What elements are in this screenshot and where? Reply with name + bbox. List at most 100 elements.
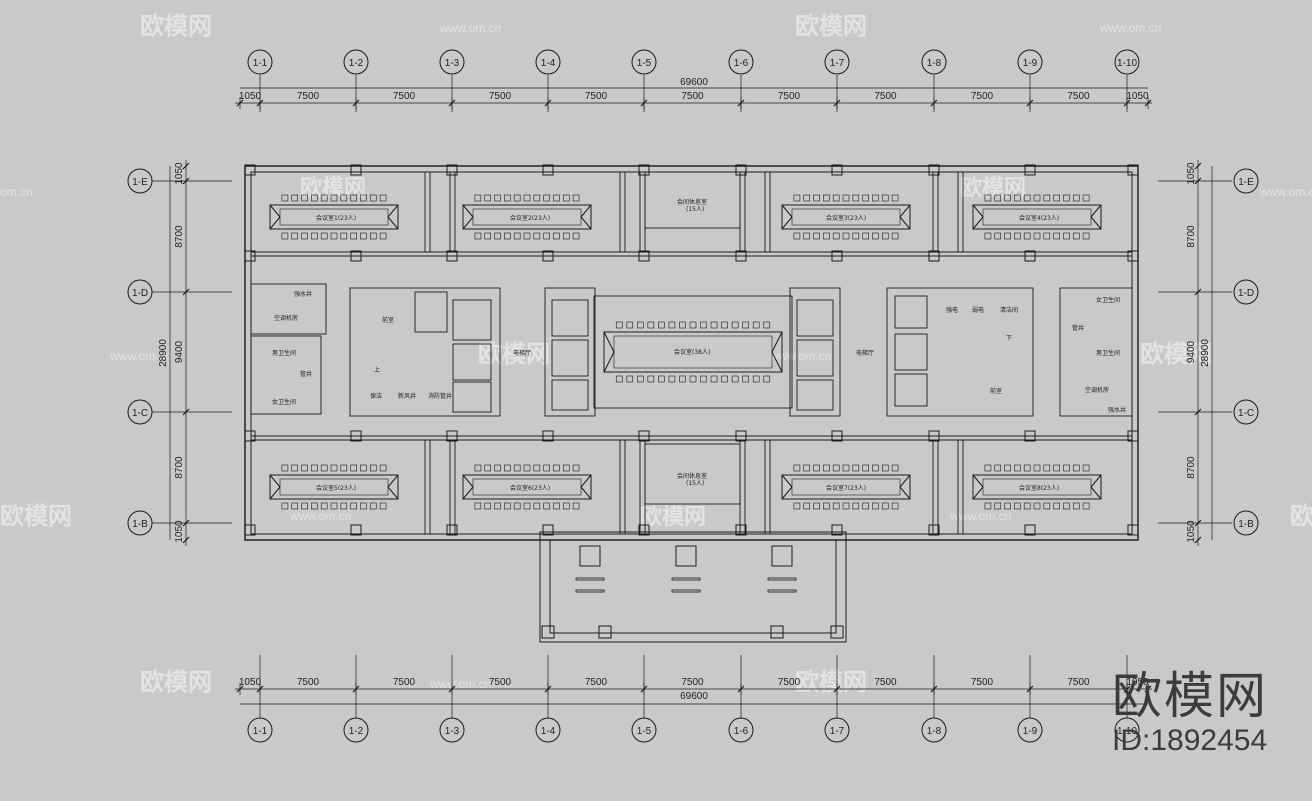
building-outline (244, 165, 1139, 643)
column-axis-label: 1-9 (1023, 726, 1038, 737)
watermark-layer: 欧模网 欧模网 欧模网 欧模网 欧模网 欧模网 欧模网 欧模网 欧模网 欧模网 … (0, 12, 1312, 696)
column-axis-label: 1-5 (637, 58, 652, 69)
column-axis-label: 1-2 (349, 726, 364, 737)
column-marker (350, 250, 362, 262)
watermark-brand: 欧模网 (300, 175, 366, 201)
row-axis-bubble (127, 168, 153, 194)
row-axis-bubble (127, 279, 153, 305)
column-marker (1127, 430, 1139, 442)
row-axis-bubble (1233, 168, 1259, 194)
axis-bubbles: 1-11-11-21-21-31-31-41-41-51-51-61-61-71… (127, 49, 1259, 743)
dimension-value: 1050 (174, 520, 185, 543)
column-marker (1127, 250, 1139, 262)
dimension-value: 7500 (393, 677, 416, 688)
room-label-stair-left: 前室 (382, 316, 394, 324)
column-axis-bubble (343, 49, 369, 75)
watermark-brand: 欧模网 (795, 12, 867, 40)
column-marker (350, 524, 362, 536)
watermark-url: www.om.cn (429, 677, 491, 691)
row-axis-label: 1-D (132, 288, 148, 299)
canopy-column-marker (598, 625, 612, 639)
overall-depth-dimension: 28900 (158, 339, 169, 367)
dimension-value: 7500 (489, 677, 512, 688)
canopy-fixtures (575, 545, 797, 593)
dimension-value: 7500 (681, 91, 704, 102)
column-axis-label: 1-8 (927, 726, 942, 737)
room-label-lounge-bottom: 会间休息室 (677, 472, 707, 480)
room-labels: 会议室1(23人) 会议室2(23人) 会议室3(23人) 会议室4(23人) … (272, 198, 1126, 492)
dimension-value: 7500 (874, 677, 897, 688)
room-label-shaft: 新风井 (398, 392, 416, 400)
column-marker (928, 164, 940, 176)
dimension-value: 8700 (1186, 456, 1197, 479)
dimension-value: 1050 (1126, 677, 1149, 688)
dimension-value: 1050 (174, 162, 185, 185)
column-marker (735, 250, 747, 262)
dimension-value: 7500 (489, 91, 512, 102)
room-label-sanitary: 清洁间 (1000, 306, 1018, 314)
column-marker (446, 524, 458, 536)
watermark-url: www.om.cn (1259, 185, 1312, 199)
structural-columns (244, 164, 1139, 639)
overall-depth-dimension: 28900 (1200, 339, 1211, 367)
column-marker (1024, 524, 1036, 536)
column-axis-bubble (631, 717, 657, 743)
watermark-brand: 欧模网 (795, 668, 867, 696)
column-marker (928, 524, 940, 536)
room-label-meeting-4: 会议室4(23人) (1019, 214, 1059, 222)
column-axis-bubble (921, 717, 947, 743)
room-label-power: 强电 (946, 306, 958, 314)
watermark-brand: 欧模网 (140, 12, 212, 40)
column-axis-label: 1-9 (1023, 58, 1038, 69)
meeting-table (781, 194, 911, 240)
watermark-brand: 欧模网 (1140, 340, 1212, 368)
column-axis-label: 1-1 (253, 726, 268, 737)
room-partitions (250, 171, 1133, 534)
column-axis-label: 1-8 (927, 58, 942, 69)
dimension-value: 9400 (174, 340, 185, 363)
room-label-elevator-hall-left: 电梯厅 (513, 349, 531, 357)
room-label-stair-right: 前室 (990, 387, 1002, 395)
column-marker (244, 524, 256, 536)
row-axis-bubble (1233, 510, 1259, 536)
column-marker (446, 250, 458, 262)
watermark-url: om.cn (0, 185, 33, 199)
meeting-table (462, 464, 592, 510)
dimension-value: 8700 (1186, 225, 1197, 248)
brand-block: 欧模网 ID:1892454 (1112, 668, 1268, 758)
column-axis-label: 1-10 (1117, 726, 1137, 737)
column-marker (1127, 164, 1139, 176)
dimension-value: 1050 (1186, 520, 1197, 543)
grid-lines (152, 75, 1232, 718)
column-marker (350, 430, 362, 442)
watermark-url: www.om.cn (949, 509, 1011, 523)
column-axis-label: 1-4 (541, 58, 556, 69)
column-axis-bubble (728, 49, 754, 75)
meeting-tables (269, 194, 1102, 593)
room-label-restroom-m-right: 男卫生间 (1096, 349, 1120, 357)
dimension-value: 7500 (585, 677, 608, 688)
column-axis-bubble (728, 717, 754, 743)
column-marker (638, 164, 650, 176)
room-label-restroom-m: 男卫生间 (272, 349, 296, 357)
dimension-value: 7500 (297, 91, 320, 102)
column-marker (735, 430, 747, 442)
dimension-value: 7500 (393, 91, 416, 102)
watermark-url: www.om.cn (769, 349, 831, 363)
watermark-brand: 欧模网 (478, 340, 550, 368)
room-label-elevator-hall-right: 电梯厅 (856, 349, 874, 357)
meeting-table (781, 464, 911, 510)
column-axis-label: 1-6 (734, 58, 749, 69)
dimension-value: 7500 (1067, 91, 1090, 102)
dimension-value: 7500 (971, 91, 994, 102)
watermark-url: www.om.cn (439, 21, 501, 35)
watermark-url: www.om.cn (109, 349, 171, 363)
column-marker (831, 524, 843, 536)
column-axis-bubble (1114, 49, 1140, 75)
room-label-fire-well: 消防管井 (428, 392, 452, 400)
column-marker (638, 250, 650, 262)
watermark-brand: 欧模网 (1290, 502, 1312, 530)
column-axis-label: 1-10 (1117, 58, 1137, 69)
column-marker (1024, 164, 1036, 176)
row-axis-label: 1-C (132, 408, 148, 419)
